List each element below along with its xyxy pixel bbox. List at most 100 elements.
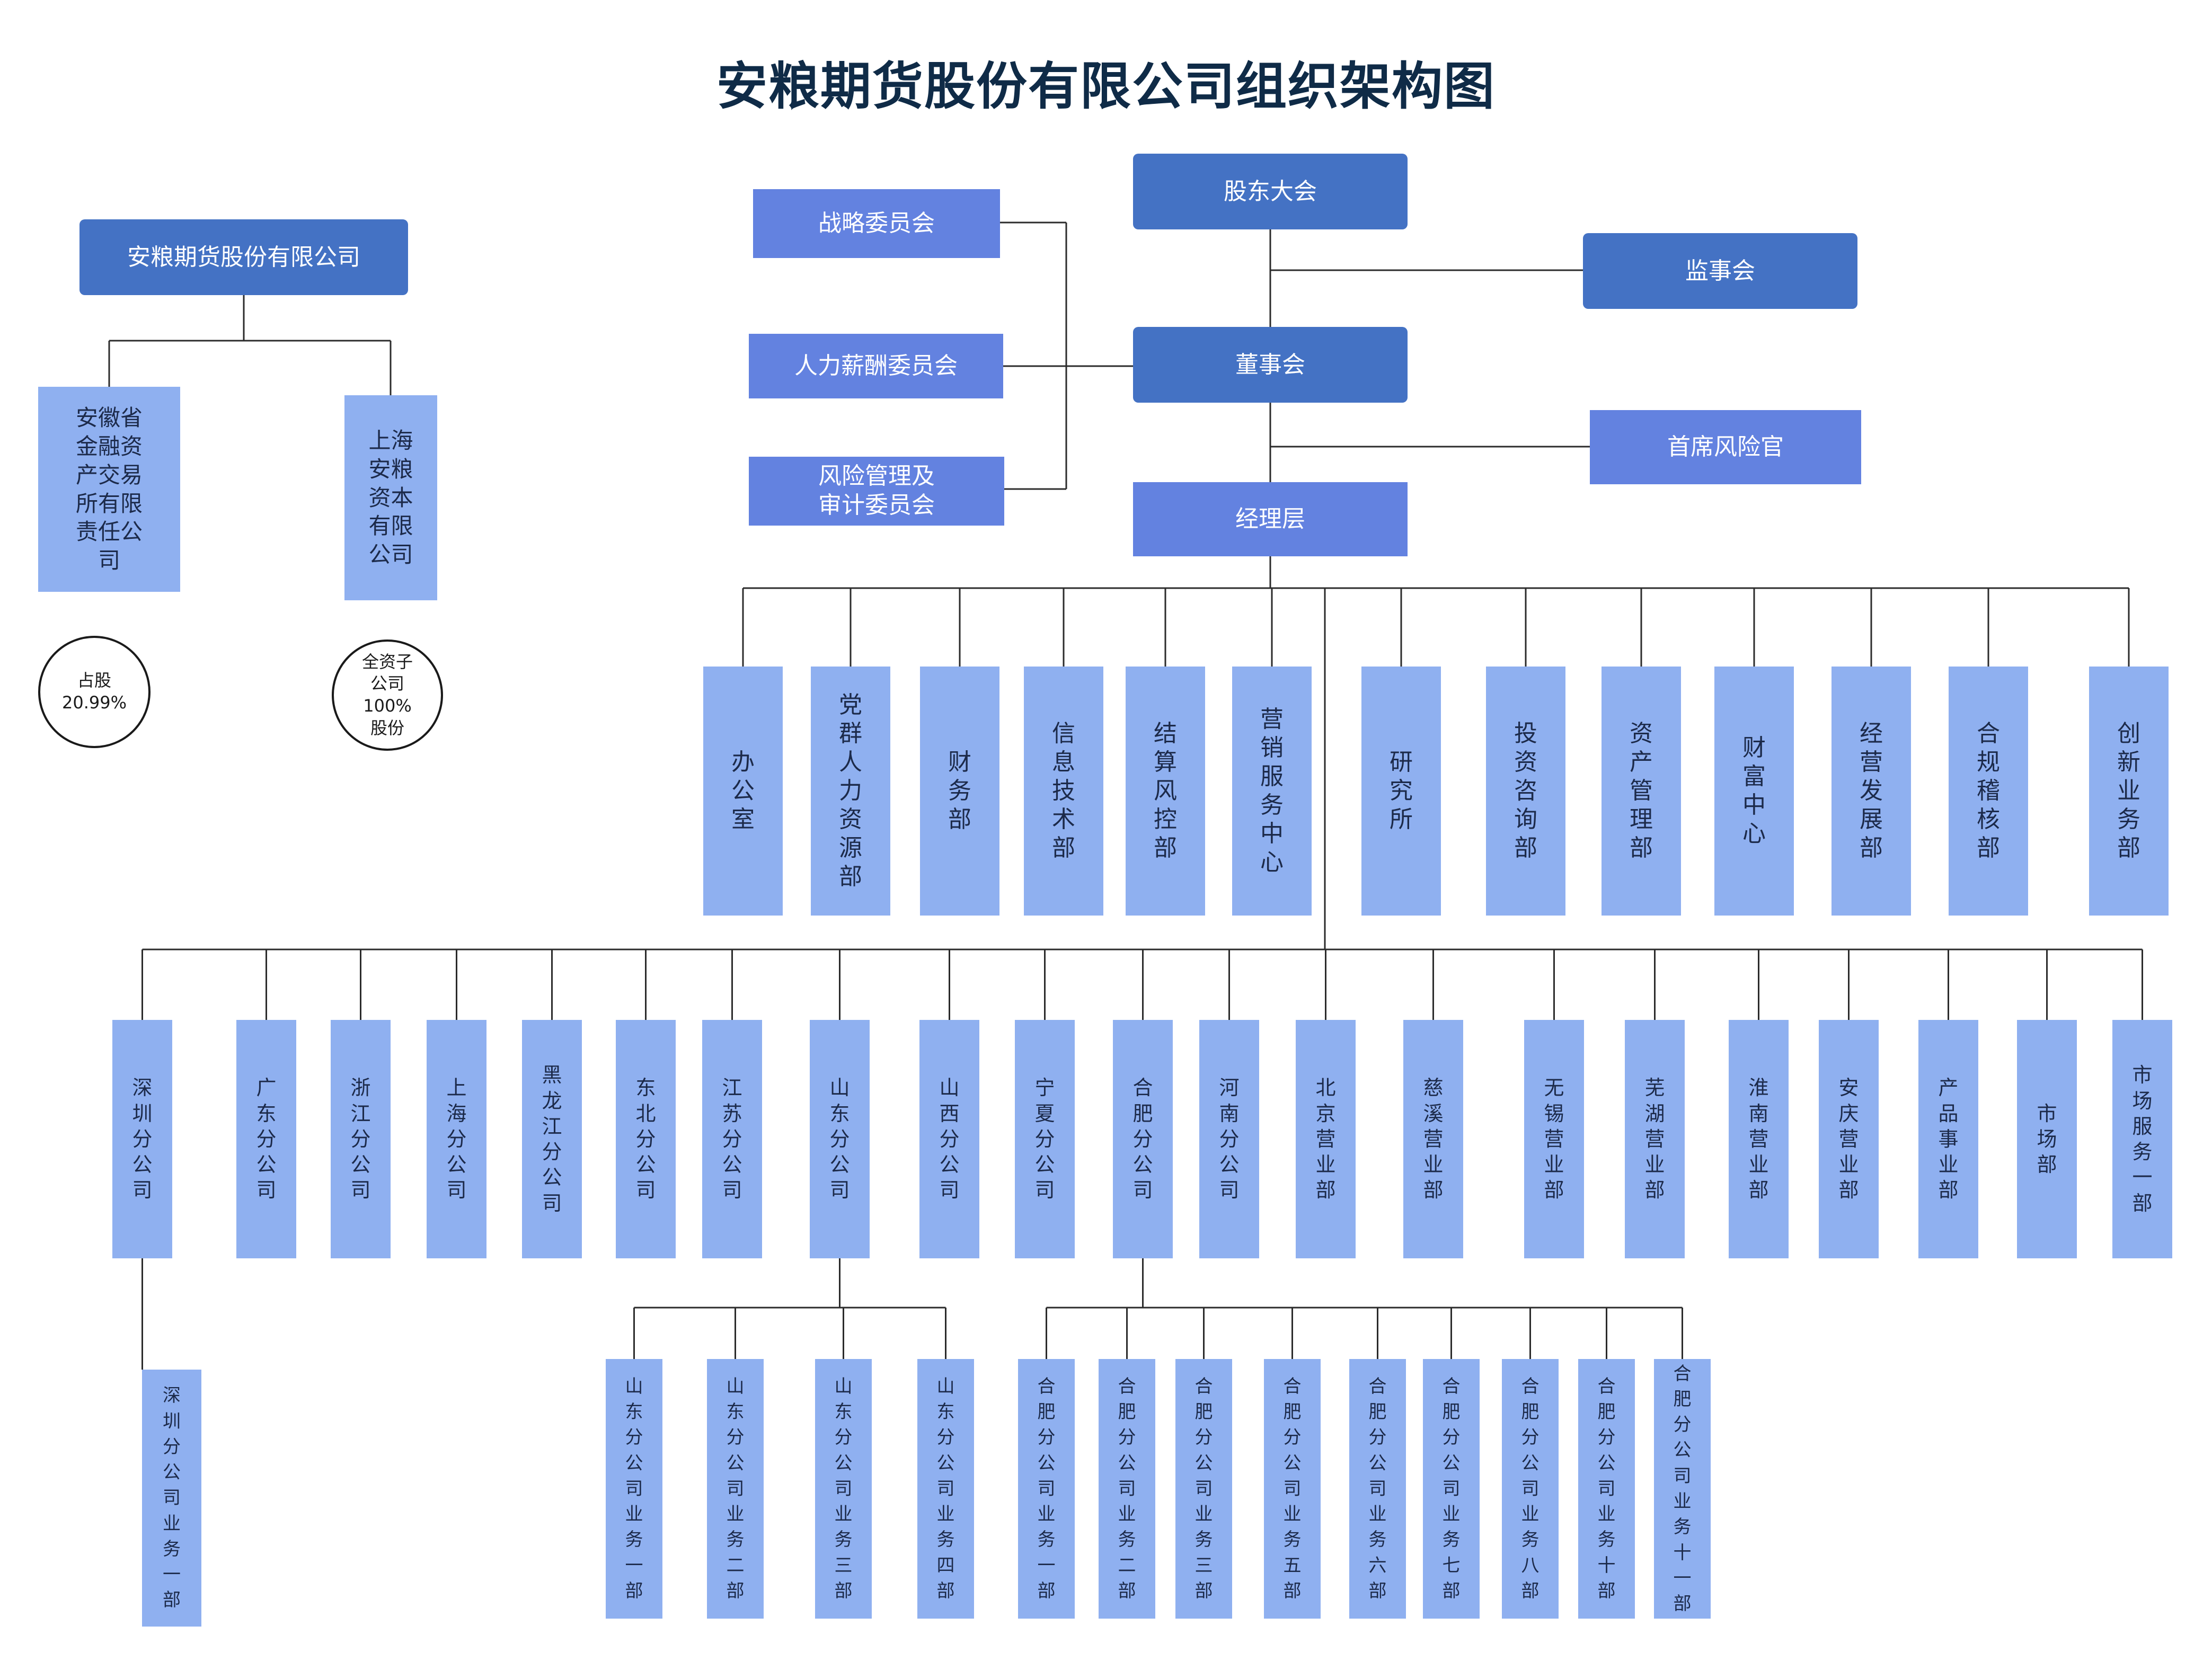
hefei-unit-box: 合肥分公司业务三部 — [1175, 1359, 1232, 1619]
branch-box: 安庆营业部 — [1819, 1020, 1879, 1258]
branch-box: 广东分公司 — [236, 1020, 296, 1258]
department-box-label: 研究所 — [1390, 748, 1413, 833]
branch-box-label: 慈溪营业部 — [1423, 1076, 1444, 1202]
branch-box-label: 东北分公司 — [635, 1076, 656, 1202]
department-box: 研究所 — [1361, 667, 1441, 916]
ownership-circle-shanghai: 全资子公司100%股份 — [332, 639, 443, 751]
department-box: 党群人力资源部 — [811, 667, 890, 916]
shandong-unit-box: 山东分公司业务四部 — [917, 1359, 974, 1619]
department-box-label: 资产管理部 — [1630, 720, 1653, 862]
branch-box: 上海分公司 — [427, 1020, 486, 1258]
shareholder-label: 安徽省金融资产交易所有限责任公司 — [75, 405, 143, 573]
shandong-unit-box: 山东分公司业务一部 — [606, 1359, 662, 1619]
branch-box-label: 山西分公司 — [939, 1076, 960, 1202]
management-label: 经理层 — [1235, 505, 1305, 533]
hefei-unit-box: 合肥分公司业务七部 — [1423, 1359, 1480, 1619]
department-box-label: 办公室 — [731, 748, 755, 833]
department-box: 营销服务中心 — [1232, 667, 1312, 916]
hefei-unit-box-label: 合肥分公司业务一部 — [1037, 1375, 1056, 1602]
branch-box: 黑龙江分公司 — [522, 1020, 582, 1258]
ownership-circle-anhui: 占股 20.99% — [38, 636, 151, 748]
branch-box-label: 安庆营业部 — [1838, 1076, 1859, 1202]
department-box-label: 经营发展部 — [1860, 720, 1883, 862]
branch-box-label: 芜湖营业部 — [1644, 1076, 1665, 1202]
ownership-note: 占股 20.99% — [61, 670, 127, 713]
branch-box: 合肥分公司 — [1113, 1020, 1173, 1258]
department-box: 经营发展部 — [1831, 667, 1911, 916]
department-box: 合规稽核部 — [1949, 667, 2028, 916]
branch-box: 市场部 — [2017, 1020, 2077, 1258]
branch-box: 山东分公司 — [810, 1020, 870, 1258]
branch-box: 浙江分公司 — [331, 1020, 391, 1258]
branch-box-label: 浙江分公司 — [350, 1076, 371, 1202]
parent-company-box: 安粮期货股份有限公司 — [79, 219, 408, 295]
hefei-unit-box: 合肥分公司业务六部 — [1349, 1359, 1406, 1619]
committee-box-hr-compensation: 人力薪酬委员会 — [749, 334, 1003, 398]
shareholders-meeting-box: 股东大会 — [1133, 154, 1408, 229]
shandong-unit-box-label: 山东分公司业务二部 — [726, 1375, 745, 1602]
branch-box-label: 江苏分公司 — [722, 1076, 742, 1202]
supervisory-board-box: 监事会 — [1583, 233, 1857, 309]
department-box: 财富中心 — [1714, 667, 1794, 916]
branch-box-label: 河南分公司 — [1219, 1076, 1240, 1202]
shenzhen-unit-box-label: 深圳分公司业务一部 — [163, 1385, 181, 1611]
department-box-label: 财务部 — [948, 748, 971, 833]
branch-box: 深圳分公司 — [112, 1020, 172, 1258]
branch-box: 无锡营业部 — [1524, 1020, 1584, 1258]
shareholder-box-shanghai: 上海安粮资本有限公司 — [344, 395, 437, 600]
branch-box: 市场服务一部 — [2112, 1020, 2172, 1258]
hefei-unit-box: 合肥分公司业务二部 — [1099, 1359, 1155, 1619]
hefei-unit-box-label: 合肥分公司业务五部 — [1283, 1375, 1302, 1602]
branch-box-label: 市场部 — [2037, 1102, 2057, 1177]
department-box-label: 合规稽核部 — [1977, 720, 2000, 862]
hefei-unit-box-label: 合肥分公司业务三部 — [1195, 1375, 1213, 1602]
branch-box: 东北分公司 — [616, 1020, 676, 1258]
branch-box-label: 上海分公司 — [446, 1076, 467, 1202]
branch-box-label: 无锡营业部 — [1544, 1076, 1564, 1202]
chart-title: 安粮期货股份有限公司组织架构图 — [716, 57, 1496, 116]
shandong-unit-box-label: 山东分公司业务一部 — [625, 1375, 643, 1602]
committee-label: 风险管理及审计委员会 — [818, 463, 935, 519]
branch-box-label: 淮南营业部 — [1748, 1076, 1769, 1202]
department-box: 结算风控部 — [1126, 667, 1205, 916]
branch-box-label: 宁夏分公司 — [1034, 1076, 1055, 1202]
department-box-label: 创新业务部 — [2117, 720, 2140, 862]
branch-box-label: 北京营业部 — [1315, 1076, 1336, 1202]
shareholders-meeting-label: 股东大会 — [1224, 177, 1317, 205]
management-box: 经理层 — [1133, 482, 1408, 556]
department-box-label: 党群人力资源部 — [839, 691, 862, 891]
hefei-unit-box: 合肥分公司业务十一部 — [1654, 1359, 1711, 1619]
chief-risk-officer-box: 首席风险官 — [1590, 410, 1861, 484]
committee-box-risk-audit: 风险管理及审计委员会 — [749, 457, 1004, 526]
department-box: 资产管理部 — [1602, 667, 1681, 916]
department-box: 投资咨询部 — [1486, 667, 1565, 916]
hefei-unit-box: 合肥分公司业务十部 — [1578, 1359, 1635, 1619]
branch-box: 慈溪营业部 — [1403, 1020, 1463, 1258]
hefei-unit-box: 合肥分公司业务一部 — [1018, 1359, 1075, 1619]
branch-box: 北京营业部 — [1296, 1020, 1356, 1258]
branch-box-label: 山东分公司 — [829, 1076, 850, 1202]
committee-label: 人力薪酬委员会 — [794, 352, 958, 380]
branch-box-label: 深圳分公司 — [132, 1076, 153, 1202]
branch-box-label: 产品事业部 — [1938, 1076, 1959, 1202]
hefei-unit-box-label: 合肥分公司业务七部 — [1442, 1375, 1461, 1602]
shandong-unit-box-label: 山东分公司业务三部 — [834, 1375, 853, 1602]
ownership-note: 全资子公司100%股份 — [361, 651, 413, 738]
branch-box: 淮南营业部 — [1729, 1020, 1789, 1258]
branch-box-label: 黑龙江分公司 — [542, 1063, 562, 1215]
department-box: 信息技术部 — [1024, 667, 1103, 916]
department-box-label: 信息技术部 — [1052, 720, 1075, 862]
hefei-unit-box-label: 合肥分公司业务十一部 — [1673, 1363, 1692, 1615]
shandong-unit-box: 山东分公司业务三部 — [815, 1359, 872, 1619]
branch-box: 河南分公司 — [1199, 1020, 1259, 1258]
branch-box: 江苏分公司 — [702, 1020, 762, 1258]
chief-risk-officer-label: 首席风险官 — [1667, 433, 1784, 461]
shareholder-box-anhui: 安徽省金融资产交易所有限责任公司 — [38, 387, 180, 592]
hefei-unit-box-label: 合肥分公司业务六部 — [1368, 1375, 1387, 1602]
shenzhen-unit-box: 深圳分公司业务一部 — [142, 1370, 201, 1627]
shandong-unit-box: 山东分公司业务二部 — [707, 1359, 764, 1619]
hefei-unit-box-label: 合肥分公司业务十部 — [1597, 1375, 1616, 1602]
department-box-label: 营销服务中心 — [1260, 705, 1284, 876]
